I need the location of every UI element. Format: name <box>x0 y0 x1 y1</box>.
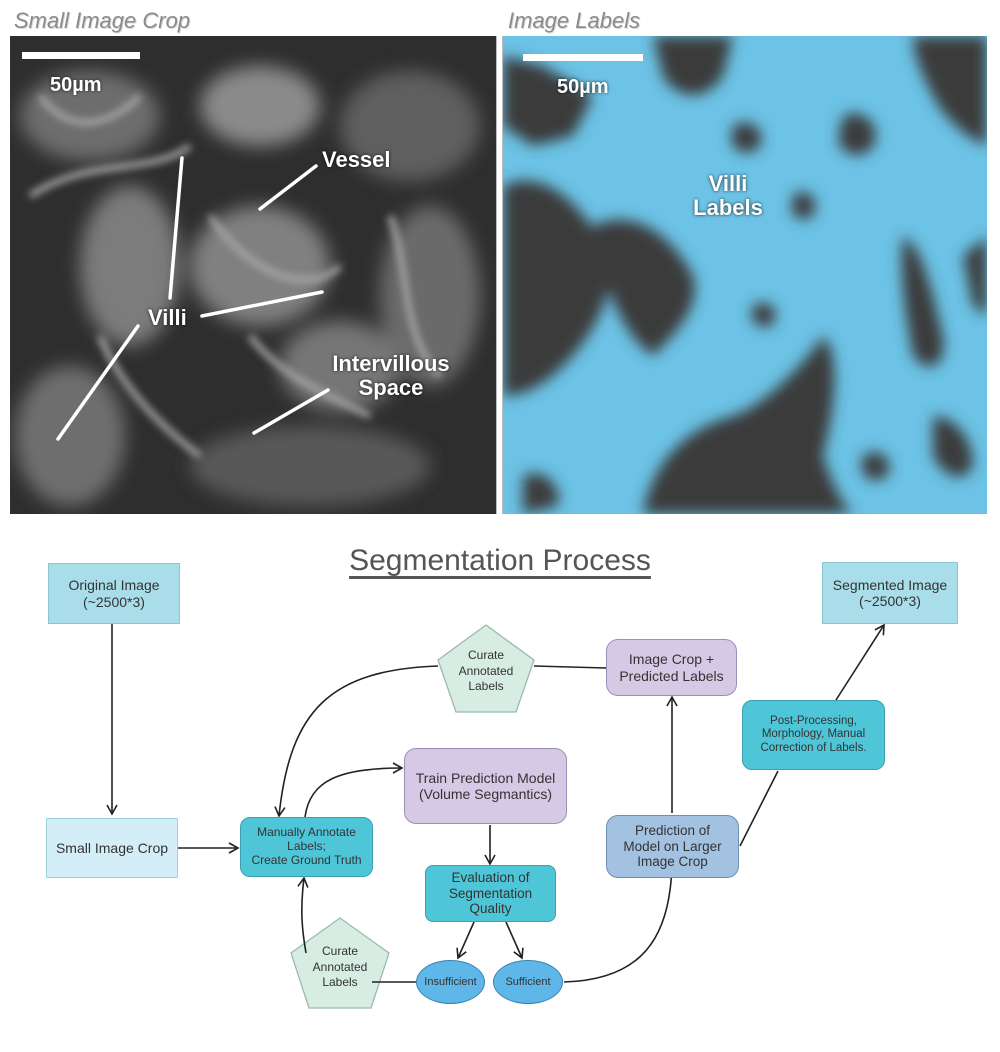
post-processing-line2: Morphology, Manual <box>761 728 866 741</box>
curate-top-line3: Labels <box>468 679 504 694</box>
arrow-curate-to-annotate-top <box>274 665 439 818</box>
manually-annotate-node: Manually Annotate Labels; Create Ground … <box>240 817 373 877</box>
villi-labels-line1: Villi <box>708 171 748 196</box>
post-processing-line3: Correction of Labels. <box>760 741 867 754</box>
curate-top-line1: Curate <box>467 648 505 662</box>
panel-divider <box>496 36 503 514</box>
prediction-node: Prediction of Model on Larger Image Crop <box>606 815 739 878</box>
labeled-image: 50µm Villi Labels <box>503 36 987 514</box>
evaluation-line3: Quality <box>469 901 512 917</box>
scale-text-right: 50µm <box>557 76 609 98</box>
arrow-annotate-to-train <box>304 762 404 818</box>
original-image-line2: (~2500*3) <box>83 593 145 610</box>
micro-ct-image: 50µm Vessel Villi Intervillous Space <box>10 36 496 514</box>
intervillous-pointer-line <box>252 388 330 435</box>
left-panel-title: Small Image Crop <box>14 8 191 33</box>
evaluation-node: Evaluation of Segmentation Quality <box>425 865 556 922</box>
curate-top-pentagon <box>437 624 535 713</box>
intervillous-label: Intervillous Space <box>316 352 466 400</box>
line-prediction-to-postprocessing <box>739 770 779 847</box>
curate-bottom-line1: Curate <box>321 944 359 958</box>
curate-top-line2: Annotated <box>458 663 514 678</box>
arrow-sufficient-to-prediction <box>563 856 678 983</box>
prediction-line1: Prediction of <box>634 823 711 839</box>
post-processing-line1: Post-Processing, <box>770 715 857 728</box>
image-crop-predicted-node: Image Crop + Predicted Labels <box>606 639 737 696</box>
villi-pointer-line-3 <box>56 324 140 441</box>
curate-bottom-label: Curate Annotated Labels <box>300 944 380 991</box>
prediction-line2: Model on Larger <box>623 838 722 854</box>
segmented-line1: Segmented Image <box>832 576 948 593</box>
segmented-image-node: Segmented Image (~2500*3) <box>822 562 958 624</box>
insufficient-node: Insufficient <box>416 960 485 1004</box>
arrow-curate-to-annotate <box>297 876 309 954</box>
post-processing-node: Post-Processing, Morphology, Manual Corr… <box>742 700 885 770</box>
villi-label: Villi <box>148 305 187 330</box>
scale-text-left: 50µm <box>50 74 102 96</box>
arrow-eval-to-insufficient <box>456 921 475 960</box>
diagram-title: Segmentation Process <box>349 544 651 577</box>
right-panel-title: Image Labels <box>508 8 641 33</box>
annotate-line3: Create Ground Truth <box>251 852 362 867</box>
line-imagecrop-to-curate <box>533 665 607 669</box>
prediction-line3: Image Crop <box>637 854 708 870</box>
villi-labels-text: Villi Labels <box>673 172 783 220</box>
intervillous-label-line2: Space <box>358 375 424 400</box>
arrow-eval-to-sufficient <box>505 921 524 960</box>
sufficient-label: Sufficient <box>505 975 551 988</box>
vessel-label: Vessel <box>322 147 391 172</box>
annotate-line2: Labels; <box>287 839 326 854</box>
villi-labels-line2: Labels <box>693 195 763 220</box>
image-crop-line1: Image Crop + <box>628 651 715 668</box>
train-prediction-model-node: Train Prediction Model (Volume Segmantic… <box>404 748 567 824</box>
scale-bar-right <box>523 54 643 61</box>
curate-bottom-pentagon <box>290 917 390 1009</box>
small-image-crop-node: Small Image Crop <box>46 818 178 878</box>
curate-bottom-line3: Labels <box>322 975 358 990</box>
insufficient-label: Insufficient <box>424 975 477 988</box>
villi-pointer-line-1 <box>168 156 184 300</box>
annotate-line1: Manually Annotate <box>257 825 356 840</box>
original-image-node: Original Image (~2500*3) <box>48 563 180 624</box>
train-line2: (Volume Segmantics) <box>418 786 553 802</box>
intervillous-label-line1: Intervillous <box>332 351 450 376</box>
arrow-postprocessing-to-segmented <box>835 623 885 701</box>
image-crop-line2: Predicted Labels <box>619 667 724 684</box>
small-image-crop-label: Small Image Crop <box>55 839 169 856</box>
vessel-pointer-line <box>258 164 318 211</box>
evaluation-line2: Segmentation <box>448 885 533 901</box>
curate-bottom-line2: Annotated <box>312 959 368 974</box>
villi-pointer-line-2 <box>200 290 324 318</box>
sufficient-node: Sufficient <box>493 960 563 1004</box>
train-line1: Train Prediction Model <box>415 769 556 786</box>
segmented-line2: (~2500*3) <box>859 593 921 609</box>
scale-bar-left <box>22 52 140 59</box>
curate-top-label: Curate Annotated Labels <box>446 648 526 695</box>
evaluation-line1: Evaluation of <box>451 870 530 886</box>
original-image-line1: Original Image <box>68 577 160 594</box>
